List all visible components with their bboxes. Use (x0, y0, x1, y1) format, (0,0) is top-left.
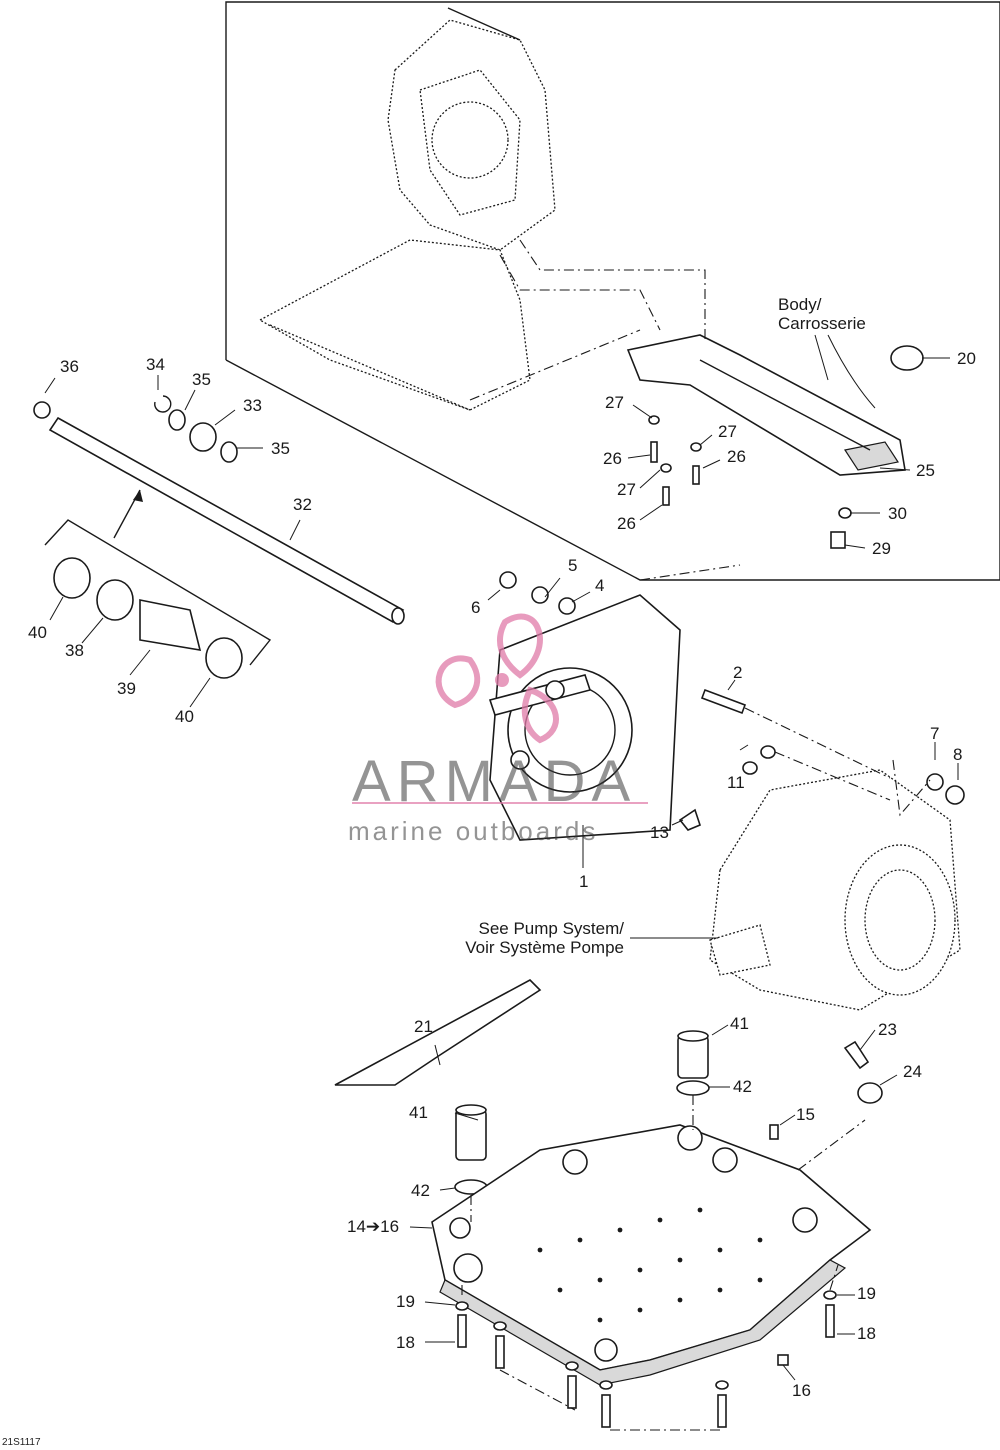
callout-18-right: 18 (857, 1324, 876, 1343)
boot-kit (44, 489, 272, 679)
hull-body-outline (258, 7, 556, 411)
clip-part-13 (678, 808, 701, 831)
callout-33: 33 (243, 396, 262, 415)
plug-part-20 (890, 345, 924, 371)
hardware-23-24 (843, 1040, 883, 1104)
callout-29: 29 (872, 539, 891, 558)
callout-41-right: 41 (730, 1014, 749, 1033)
callout-18-left: 18 (396, 1333, 415, 1352)
washer-nut-7-8 (926, 773, 965, 805)
bracket-part-25 (626, 334, 906, 476)
boot-part-39 (139, 599, 202, 651)
watermark-propeller-logo (435, 613, 559, 744)
body-note-line1: Body/ (778, 295, 822, 314)
callout-42-right: 42 (733, 1077, 752, 1096)
callout-1: 1 (579, 872, 589, 891)
callout-23: 23 (878, 1020, 897, 1039)
pump-note-line2: Voir Système Pompe (465, 938, 624, 957)
callout-40-left: 40 (28, 623, 47, 642)
drive-shaft-assembly (33, 395, 405, 625)
callout-leaders (44, 334, 959, 1381)
callout-41-left: 41 (409, 1103, 428, 1122)
watermark-tagline: marine outboards (348, 816, 599, 846)
ring-part-35a (168, 409, 186, 431)
callout-19-right: 19 (857, 1284, 876, 1303)
callout-26-a: 26 (603, 449, 622, 468)
wear-strip-part-21 (334, 979, 542, 1086)
ring-part-35b (220, 441, 238, 463)
cap-part-36 (33, 401, 51, 419)
callout-8: 8 (953, 745, 963, 764)
callout-4: 4 (595, 576, 605, 595)
circlip-part-34 (154, 395, 172, 413)
callout-38: 38 (65, 641, 84, 660)
figure-id: 21S1117 (2, 1437, 41, 1448)
stud-part-2 (700, 688, 747, 715)
hardware-4-5-6 (499, 571, 576, 615)
callout-15: 15 (796, 1105, 815, 1124)
callout-40-right: 40 (175, 707, 194, 726)
body-note: Body/ Carrosserie (778, 295, 866, 333)
callout-16-bottom: 16 (792, 1381, 811, 1400)
callout-24: 24 (903, 1062, 922, 1081)
pump-note: See Pump System/ Voir Système Pompe (428, 919, 624, 957)
callout-27-a: 27 (605, 393, 624, 412)
clamp-part-40a (53, 557, 91, 599)
callout-26-b: 26 (727, 447, 746, 466)
fittings-41-42 (454, 1030, 710, 1195)
callout-30: 30 (888, 504, 907, 523)
callout-5: 5 (568, 556, 578, 575)
body-subassembly-frame (225, 1, 1000, 581)
body-note-line2: Carrosserie (778, 314, 866, 333)
pump-housing-outline (709, 769, 961, 1011)
callout-27-b: 27 (718, 422, 737, 441)
callout-42-left: 42 (411, 1181, 430, 1200)
callout-14-to-16: 14➔16 (347, 1217, 400, 1236)
callout-6: 6 (471, 598, 481, 617)
callout-20: 20 (957, 349, 976, 368)
washers-11 (742, 745, 776, 775)
callout-26-c: 26 (617, 514, 636, 533)
watermark-brand: ARMADA (352, 749, 637, 814)
bolts-18-washers-19 (455, 1124, 837, 1428)
callout-21: 21 (414, 1017, 433, 1036)
callout-11: 11 (727, 773, 745, 792)
callout-32: 32 (293, 495, 312, 514)
callout-39: 39 (117, 679, 136, 698)
callout-34: 34 (146, 355, 165, 374)
clamp-part-40b (205, 637, 243, 679)
callout-7: 7 (930, 724, 940, 743)
callout-35-top: 35 (192, 370, 211, 389)
pump-note-line1: See Pump System/ (478, 919, 624, 938)
callout-19-left: 19 (396, 1292, 415, 1311)
bearing-part-33 (189, 422, 217, 452)
callout-25: 25 (916, 461, 935, 480)
hardware-26-27-29-30 (648, 415, 852, 549)
callout-35-bottom: 35 (271, 439, 290, 458)
ring-part-38 (96, 579, 134, 621)
callout-36: 36 (60, 357, 79, 376)
assembly-lines (461, 239, 931, 1431)
callout-2: 2 (733, 663, 743, 682)
callout-13: 13 (650, 823, 669, 842)
ride-plate (431, 1124, 872, 1386)
callout-27-c: 27 (617, 480, 636, 499)
